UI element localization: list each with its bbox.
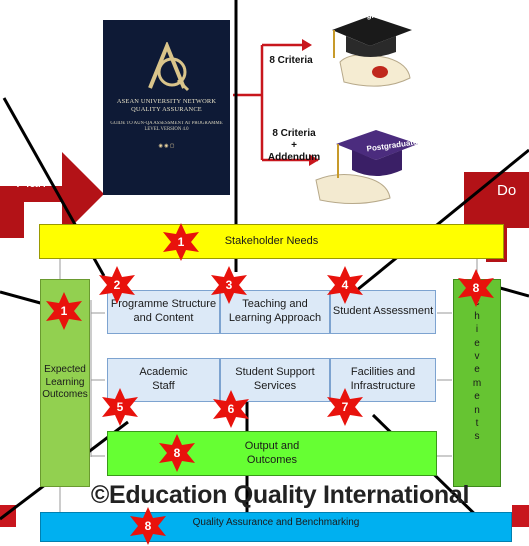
- expected-learning-outcomes-label: Expected Learning Outcomes: [42, 364, 88, 401]
- star-badge-facilities: 7: [325, 387, 365, 427]
- star-badge-support: 6: [211, 389, 251, 429]
- plan-label: Plan: [16, 174, 47, 191]
- postgraduate-addendum: Addendum: [267, 152, 321, 163]
- book-subtitle: GUIDE TO AUN-QA ASSESSMENT AT PROGRAMME …: [110, 120, 223, 133]
- facilities-label: Facilities and Infrastructure: [350, 366, 416, 392]
- stakeholder-needs-bar: Stakeholder Needs: [39, 224, 504, 259]
- book-title: ASEAN UNIVERSITY NETWORK QUALITY ASSURAN…: [116, 98, 217, 114]
- plan-arrow: [0, 152, 104, 238]
- star-badge-achievements: 8: [456, 268, 496, 308]
- star-badge-stakeholder: 1: [161, 222, 201, 262]
- star-badge-output: 8: [157, 433, 197, 473]
- star-badge-assessment: 4: [325, 265, 365, 305]
- student-support-label: Student Support Services: [235, 366, 315, 392]
- postgraduate-cap-icon: [315, 130, 418, 205]
- quality-assurance-label: Quality Assurance and Benchmarking: [192, 517, 360, 528]
- undergraduate-label: Undergraduate: [343, 11, 401, 20]
- teaching-learning-label: Teaching and Learning Approach: [228, 298, 322, 324]
- teaching-learning-box: Teaching and Learning Approach: [220, 290, 330, 334]
- postgraduate-criteria-count: 8 Criteria: [272, 128, 316, 139]
- output-outcomes-label: Output and Outcomes: [244, 439, 300, 466]
- postgraduate-criteria: 8 Criteria + Addendum: [266, 128, 322, 164]
- watermark-text: ©Education Quality International: [90, 481, 470, 509]
- undergraduate-cap-icon: [332, 16, 412, 87]
- postgraduate-plus: +: [291, 140, 297, 151]
- programme-structure-label: Programme Structure and Content: [110, 298, 217, 324]
- star-badge-staff: 5: [100, 387, 140, 427]
- programme-structure-box: Programme Structure and Content: [107, 290, 220, 334]
- do-label: Do: [497, 182, 517, 199]
- star-badge-teaching: 3: [209, 265, 249, 305]
- star-badge-elo: 1: [44, 291, 84, 331]
- undergraduate-criteria: 8 Criteria: [269, 55, 313, 66]
- aun-qa-guide-book: ASEAN UNIVERSITY NETWORK QUALITY ASSURAN…: [103, 20, 230, 195]
- academic-staff-label: Academic Staff: [139, 366, 188, 392]
- student-support-box: Student Support Services: [220, 358, 330, 402]
- output-outcomes-box: Output and Outcomes: [107, 431, 437, 476]
- star-badge-programme: 2: [97, 265, 137, 305]
- academic-staff-box: Academic Staff: [107, 358, 220, 402]
- quality-assurance-bar: Quality Assurance and Benchmarking: [40, 512, 512, 542]
- star-badge-quality: 8: [128, 506, 168, 546]
- expected-learning-outcomes-box: Expected Learning Outcomes: [40, 279, 90, 487]
- student-assessment-box: Student Assessment: [330, 290, 436, 334]
- achievements-box: [453, 279, 501, 487]
- stakeholder-needs-label: Stakeholder Needs: [224, 234, 319, 247]
- book-logos: ◉ ◉ ▢: [158, 143, 175, 149]
- student-assessment-label: Student Assessment: [332, 305, 434, 318]
- aun-qa-logo-icon: [148, 42, 190, 92]
